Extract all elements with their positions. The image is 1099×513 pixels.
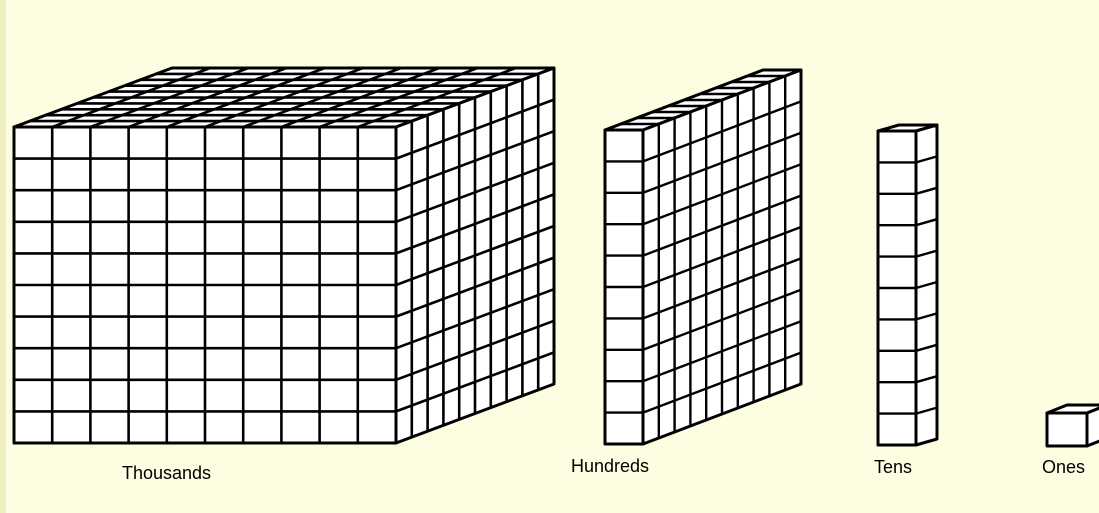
tens-label: Tens (874, 457, 912, 478)
ones-block-front-face (1047, 413, 1087, 446)
thousands-label: Thousands (122, 463, 211, 484)
thousands-block (14, 68, 554, 443)
ones-block (1047, 405, 1099, 446)
tens-block (878, 125, 937, 445)
ones-label: Ones (1042, 457, 1085, 478)
hundreds-block (605, 70, 801, 444)
hundreds-label: Hundreds (571, 456, 649, 477)
ones-block-side-face (1087, 405, 1099, 446)
